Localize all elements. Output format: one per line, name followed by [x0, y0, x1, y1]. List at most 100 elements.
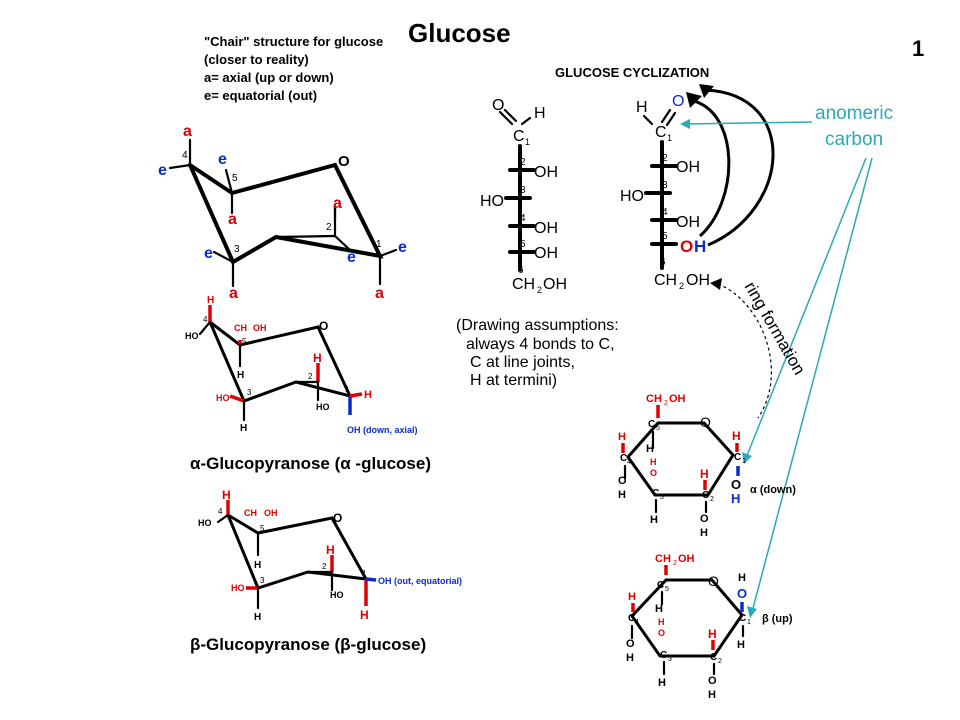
- svg-text:HO: HO: [185, 331, 199, 341]
- svg-text:H: H: [360, 608, 369, 622]
- svg-text:OH: OH: [534, 245, 558, 262]
- alpha-chair-structure: H 4 HO CH OH 5 H O H 2 3 1 H HO HO H OH …: [185, 295, 418, 435]
- svg-text:H: H: [650, 457, 657, 467]
- svg-text:2: 2: [520, 157, 526, 168]
- chair-structure-generic: 4 5 3 2 1 O a a a a a e e e e e: [158, 123, 407, 302]
- svg-text:5: 5: [665, 586, 669, 593]
- svg-text:CH: CH: [244, 508, 257, 518]
- svg-text:H: H: [700, 467, 709, 481]
- chair-caption: "Chair" structure for glucose (closer to…: [204, 34, 383, 103]
- svg-text:H: H: [326, 543, 335, 557]
- svg-text:6: 6: [660, 257, 666, 268]
- svg-text:OH: OH: [676, 159, 700, 176]
- svg-text:C: C: [739, 613, 746, 624]
- svg-text:O: O: [319, 319, 328, 333]
- svg-text:1: 1: [376, 239, 382, 250]
- svg-text:e: e: [347, 249, 356, 266]
- annotation-arrows: [680, 119, 873, 618]
- svg-text:O: O: [672, 93, 684, 110]
- svg-text:H: H: [732, 429, 741, 443]
- svg-text:C: C: [652, 488, 659, 499]
- svg-text:5: 5: [520, 239, 526, 250]
- svg-text:C: C: [655, 124, 667, 141]
- cyclization-heading: GLUCOSE CYCLIZATION: [555, 65, 709, 80]
- svg-text:H: H: [618, 431, 626, 443]
- svg-text:3: 3: [668, 656, 672, 663]
- svg-text:2: 2: [308, 372, 313, 381]
- svg-text:H: H: [694, 237, 706, 256]
- svg-text:2: 2: [673, 560, 677, 567]
- annotation-line2: carbon: [825, 129, 883, 150]
- svg-text:CH: CH: [234, 323, 247, 333]
- svg-text:3: 3: [520, 185, 526, 196]
- svg-text:6: 6: [518, 265, 524, 276]
- svg-text:2: 2: [322, 562, 327, 571]
- chair-caption-line4: e= equatorial (out): [204, 88, 317, 103]
- chair-caption-line3: a= axial (up or down): [204, 70, 334, 85]
- svg-text:H: H: [658, 677, 666, 689]
- svg-text:C at line joints,: C at line joints,: [470, 354, 575, 371]
- svg-text:OH: OH: [669, 393, 686, 405]
- svg-text:4: 4: [662, 207, 668, 218]
- svg-text:H: H: [658, 617, 665, 627]
- svg-text:H: H: [254, 560, 261, 571]
- svg-text:2: 2: [537, 285, 542, 295]
- svg-text:e: e: [398, 239, 407, 256]
- svg-text:5: 5: [656, 425, 660, 432]
- svg-text:O: O: [492, 97, 504, 114]
- svg-text:H: H: [237, 370, 244, 381]
- svg-text:C: C: [734, 452, 741, 463]
- svg-text:HO: HO: [316, 402, 330, 412]
- svg-text:1: 1: [362, 569, 367, 578]
- svg-text:HO: HO: [231, 583, 245, 593]
- svg-text:H: H: [650, 514, 658, 526]
- svg-text:CH: CH: [655, 553, 671, 565]
- svg-text:O: O: [618, 475, 627, 487]
- svg-text:OH: OH: [264, 508, 278, 518]
- svg-text:(Drawing assumptions:: (Drawing assumptions:: [456, 317, 619, 334]
- svg-text:C: C: [660, 650, 667, 661]
- svg-text:5: 5: [242, 337, 247, 346]
- svg-text:a: a: [333, 195, 342, 212]
- svg-text:O: O: [680, 237, 693, 256]
- alpha-oh-note: OH (down, axial): [347, 425, 418, 435]
- svg-text:HO: HO: [330, 590, 344, 600]
- svg-text:O: O: [700, 414, 711, 430]
- svg-text:CH: CH: [646, 393, 662, 405]
- svg-text:4: 4: [182, 150, 188, 161]
- svg-text:O: O: [700, 513, 709, 525]
- svg-text:H: H: [636, 99, 648, 116]
- chair-caption-line1: "Chair" structure for glucose: [204, 34, 383, 49]
- svg-text:H: H: [708, 689, 716, 701]
- svg-text:H: H: [700, 527, 708, 539]
- beta-haworth-note: β (up): [762, 613, 793, 625]
- svg-text:a: a: [228, 211, 237, 228]
- svg-text:2: 2: [718, 658, 722, 665]
- svg-text:O: O: [708, 675, 717, 687]
- ring-formation-arrow: ring formation: [710, 278, 809, 419]
- svg-text:1: 1: [667, 133, 672, 143]
- svg-text:e: e: [218, 151, 227, 168]
- title: Glucose: [408, 18, 511, 48]
- svg-text:H: H: [626, 652, 634, 664]
- svg-text:1: 1: [742, 458, 746, 465]
- svg-text:4: 4: [218, 507, 223, 516]
- page-number: 1: [912, 36, 924, 61]
- svg-text:3: 3: [662, 180, 668, 191]
- svg-text:2: 2: [710, 496, 714, 503]
- svg-text:C: C: [657, 580, 664, 591]
- alpha-label: α-Glucopyranose (α -glucose): [190, 454, 431, 473]
- svg-text:H: H: [240, 423, 247, 434]
- svg-text:HO: HO: [620, 188, 644, 205]
- svg-text:2: 2: [326, 222, 332, 233]
- svg-text:H: H: [628, 591, 636, 603]
- svg-text:4: 4: [203, 315, 208, 324]
- svg-text:O: O: [658, 628, 665, 638]
- svg-text:e: e: [158, 162, 167, 179]
- svg-text:H at termini): H at termini): [470, 372, 557, 389]
